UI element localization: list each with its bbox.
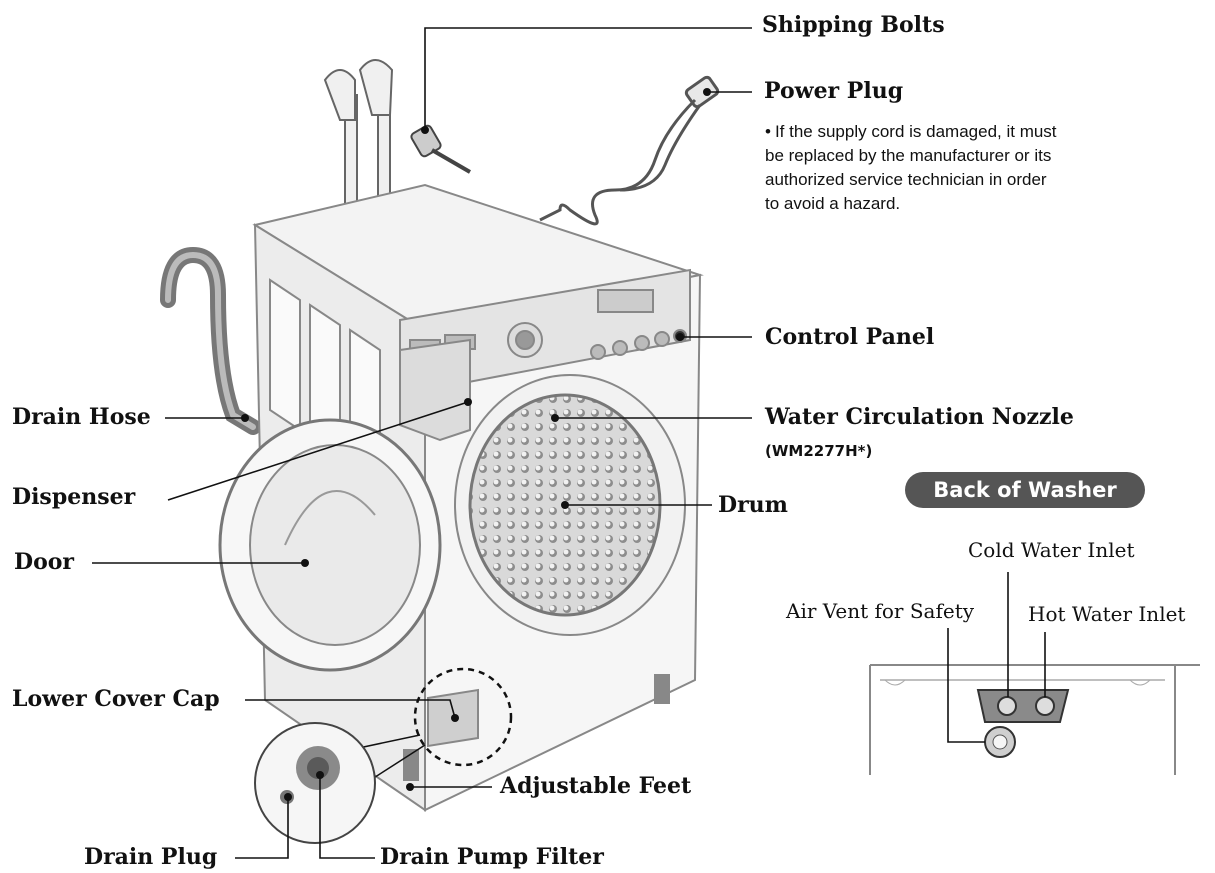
water-hoses bbox=[323, 59, 394, 216]
label-nozzle-model: (WM2277H*) bbox=[765, 442, 873, 460]
back-of-washer-badge: Back of Washer bbox=[905, 472, 1145, 508]
leader-dots bbox=[241, 88, 711, 801]
back-of-washer-detail bbox=[869, 572, 1200, 775]
power-plug-note: •If the supply cord is damaged, it must … bbox=[765, 120, 1065, 216]
label-dispenser: Dispenser bbox=[12, 484, 136, 510]
label-air-vent-for-safety: Air Vent for Safety bbox=[786, 599, 975, 623]
power-cord-part bbox=[539, 75, 720, 226]
label-drain-hose: Drain Hose bbox=[12, 404, 151, 430]
label-lower-cover-cap: Lower Cover Cap bbox=[12, 686, 220, 712]
label-drain-pump-filter: Drain Pump Filter bbox=[380, 844, 604, 870]
label-cold-water-inlet: Cold Water Inlet bbox=[968, 538, 1135, 562]
bullet-icon: • bbox=[765, 122, 771, 141]
label-adjustable-feet: Adjustable Feet bbox=[500, 773, 692, 799]
label-water-circulation-nozzle: Water Circulation Nozzle bbox=[765, 404, 1074, 430]
label-control-panel: Control Panel bbox=[765, 324, 935, 350]
label-drain-plug: Drain Plug bbox=[84, 844, 218, 870]
zoom-circle bbox=[413, 667, 513, 767]
power-plug-note-text: If the supply cord is damaged, it must b… bbox=[765, 122, 1057, 213]
shipping-bolt-part bbox=[410, 124, 472, 174]
label-door: Door bbox=[14, 549, 75, 575]
leader-lines bbox=[92, 27, 752, 859]
label-hot-water-inlet: Hot Water Inlet bbox=[1028, 602, 1186, 626]
drain-hose-part bbox=[160, 246, 261, 435]
label-shipping-bolts: Shipping Bolts bbox=[762, 12, 945, 38]
drain-detail-circle bbox=[254, 722, 376, 844]
label-power-plug: Power Plug bbox=[764, 78, 904, 104]
label-drum: Drum bbox=[718, 492, 788, 518]
washer-body bbox=[218, 183, 704, 812]
